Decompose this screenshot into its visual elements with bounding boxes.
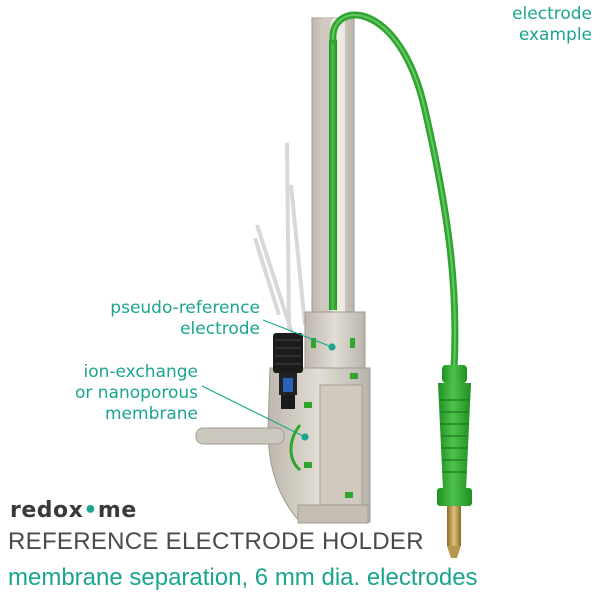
page-subtitle: membrane separation, 6 mm dia. electrode… <box>8 564 478 591</box>
electrode-rod <box>329 40 337 310</box>
label-electrode-example: electrode example <box>512 4 592 45</box>
brand-logo: redox•me <box>10 498 137 523</box>
brand-dot-icon: • <box>83 498 98 523</box>
brand-suffix: me <box>97 498 137 523</box>
leader-lines <box>201 319 336 441</box>
side-rod <box>195 427 285 445</box>
banana-plug <box>437 365 472 558</box>
label-pseudo-reference-electrode: pseudo-reference electrode <box>110 298 260 339</box>
o-rings <box>304 338 358 498</box>
label-membrane: ion-exchange or nanoporous membrane <box>74 362 198 424</box>
page-title: REFERENCE ELECTRODE HOLDER <box>8 528 424 555</box>
brand-prefix: redox <box>10 498 84 523</box>
black-fitting <box>273 333 303 409</box>
glass-tubes <box>253 142 307 334</box>
